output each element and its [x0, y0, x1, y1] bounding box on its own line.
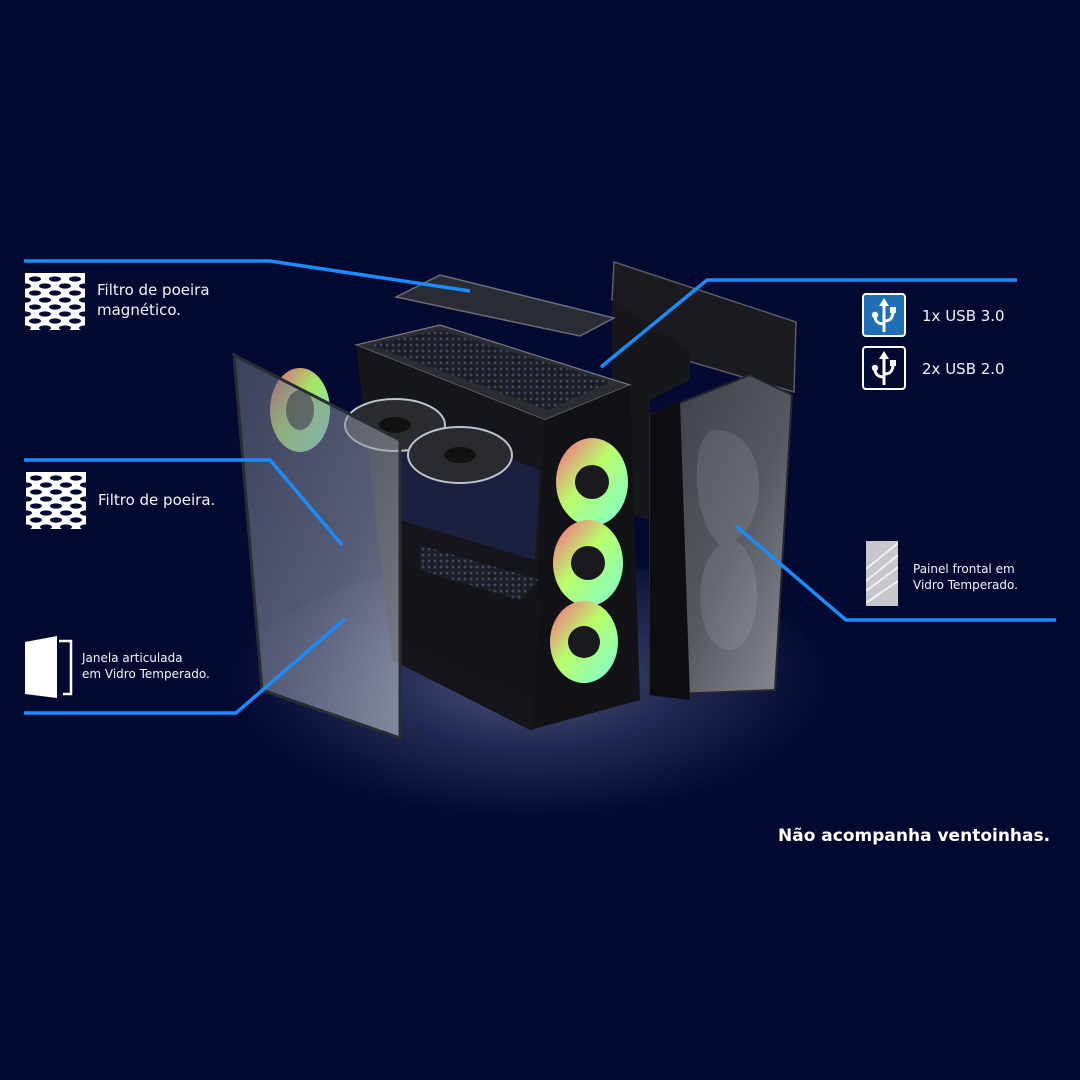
callout-front-panel-line1: Painel frontal em: [913, 562, 1015, 576]
usb3-label: 1x USB 3.0: [922, 307, 1005, 325]
callout-side-filter: Filtro de poeira.: [98, 490, 215, 510]
usb-icon: [871, 298, 896, 332]
line-side-window: [24, 617, 347, 715]
callout-side-window-line2: em Vidro Temperado.: [82, 667, 210, 682]
callout-front-panel-line2: Vidro Temperado.: [913, 578, 1018, 593]
usb2-label: 2x USB 2.0: [922, 360, 1005, 378]
tempered-glass-icon: [866, 541, 898, 606]
callout-top-filter-line1: Filtro de poeira: [97, 281, 210, 299]
usb3-icon-box: [862, 293, 906, 337]
callout-top-filter: Filtro de poeira magnético.: [97, 280, 210, 321]
open-door-icon: [25, 636, 73, 698]
line-usb: [599, 278, 1017, 369]
callout-lines: [24, 259, 1056, 715]
callout-front-panel: Painel frontal em Vidro Temperado.: [913, 561, 1018, 593]
usb-icon: [871, 351, 896, 385]
front-glass-panel: [649, 373, 794, 700]
line-front-panel: [734, 524, 1056, 622]
side-glass-window: [232, 352, 402, 741]
mesh-filter-icon: [25, 273, 85, 330]
callout-side-window-line1: Janela articulada: [82, 651, 183, 665]
mesh-filter-icon: [26, 472, 86, 529]
line-top-filter: [24, 259, 471, 293]
top-dust-filter: [393, 274, 617, 337]
fans-not-included-note: Não acompanha ventoinhas.: [778, 826, 1051, 846]
line-side-filter: [24, 458, 344, 547]
front-rgb-fans: [550, 438, 628, 683]
callout-side-filter-text: Filtro de poeira.: [98, 491, 216, 509]
usb2-icon-box: [862, 346, 906, 390]
callout-side-window: Janela articulada em Vidro Temperado.: [82, 650, 210, 682]
callout-top-filter-line2: magnético.: [97, 301, 182, 320]
